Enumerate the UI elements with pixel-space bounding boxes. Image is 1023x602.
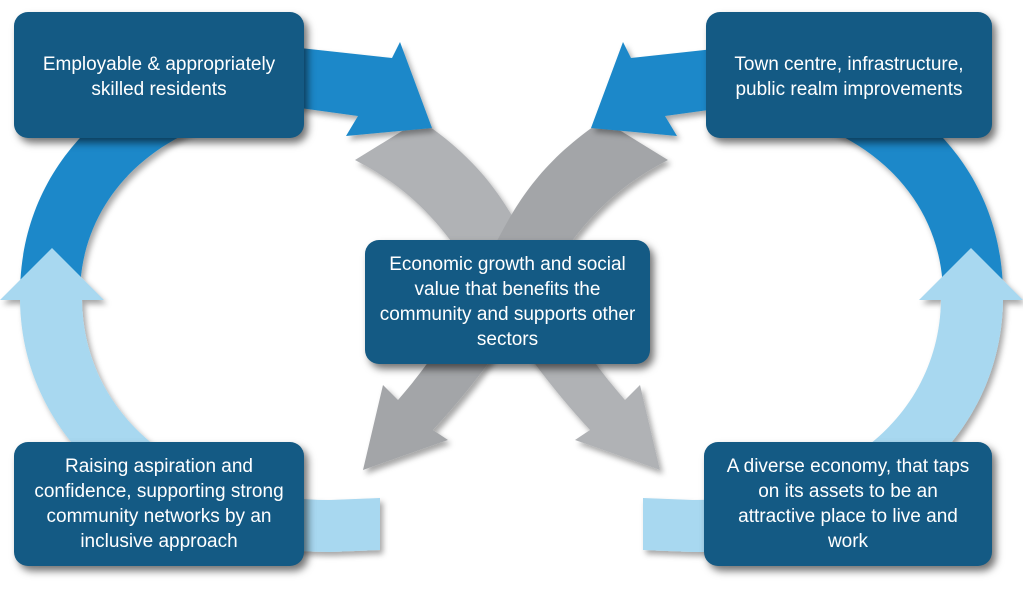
box-top-right-text: Town centre, infrastructure, public real… [734,54,964,100]
box-bottom-right: A diverse economy, that taps on its asse… [704,442,992,566]
box-top-left: Employable & appropriately skilled resid… [14,12,304,138]
box-bottom-right-text: A diverse economy, that taps on its asse… [726,456,970,552]
box-center: Economic growth and social value that be… [365,240,650,364]
box-top-right: Town centre, infrastructure, public real… [706,12,992,138]
box-center-text: Economic growth and social value that be… [379,254,636,350]
box-top-left-text: Employable & appropriately skilled resid… [42,54,276,100]
box-bottom-left-text: Raising aspiration and confidence, suppo… [34,456,284,552]
box-bottom-left: Raising aspiration and confidence, suppo… [14,442,304,566]
